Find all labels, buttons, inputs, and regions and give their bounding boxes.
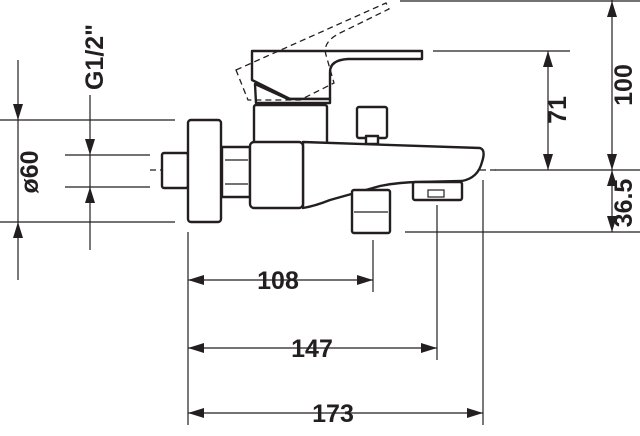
dim-173-label: 173 <box>312 400 354 428</box>
dim-71-label: 71 <box>544 96 572 124</box>
dim-o60-label: ø60 <box>16 150 44 193</box>
dim-36-5-label: 36.5 <box>610 179 638 228</box>
dim-g12-label: G1/2" <box>81 24 109 90</box>
dim-100-label: 100 <box>610 64 638 106</box>
faucet <box>150 2 500 235</box>
extension-lines <box>0 0 640 425</box>
dim-108-label: 108 <box>257 267 299 295</box>
dim-147-label: 147 <box>291 335 333 363</box>
dimension-lines <box>13 0 617 418</box>
